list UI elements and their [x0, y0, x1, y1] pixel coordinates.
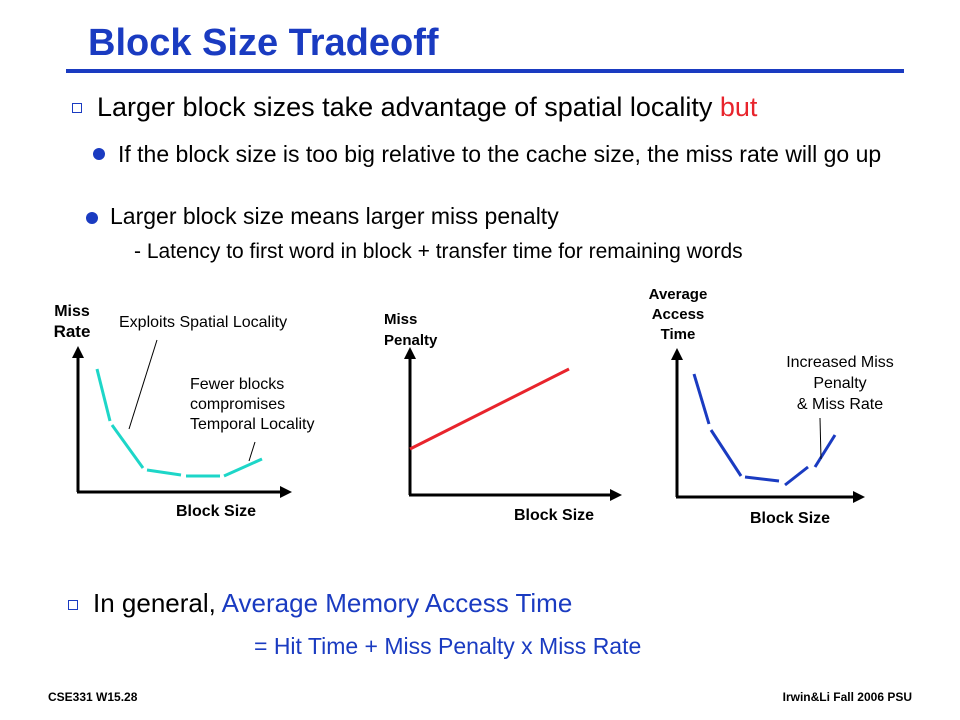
chart3-y-arrow: [671, 348, 683, 360]
round-bullet-icon: [86, 212, 98, 224]
chart1-xlabel: Block Size: [176, 503, 257, 520]
square-bullet-icon: [68, 600, 78, 610]
footer-left: CSE331 W15.28: [48, 690, 138, 704]
chart1-annotation-2-line2: compromises: [190, 396, 286, 413]
general-emph: Average Memory Access Time: [221, 588, 573, 618]
chart2-xlabel: Block Size: [514, 507, 595, 524]
amat-formula: = Hit Time + Miss Penalty x Miss Rate: [254, 633, 642, 659]
chart3-ylabel-line1: Average: [648, 286, 708, 303]
sub-bullet-1: If the block size is too big relative to…: [118, 141, 882, 167]
chart3-annotation: Increased Miss Penalty & Miss Rate: [760, 352, 920, 415]
chart1-ylabel-line1: Miss: [54, 303, 90, 320]
chart3-annotation-line1: Increased Miss: [786, 354, 894, 371]
chart1-seg: [146, 468, 182, 477]
chart1-seg: [95, 368, 112, 422]
chart1-x-arrow: [280, 486, 292, 498]
chart3-annotation-line3: & Miss Rate: [796, 396, 884, 413]
main-bullet: Larger block sizes take advantage of spa…: [97, 92, 757, 123]
main-bullet-text: Larger block sizes take advantage of spa…: [97, 92, 720, 122]
chart3-ylabel-line3: Time: [660, 326, 696, 343]
sub-sub-bullet: - Latency to first word in block + trans…: [134, 240, 743, 263]
chart1-annotation-2-line1: Fewer blocks: [190, 376, 285, 393]
chart2-ylabel-line2: Penalty: [384, 332, 438, 349]
chart1-pointer-2: [248, 441, 256, 462]
chart1-y-arrow: [72, 346, 84, 358]
chart3-seg: [709, 429, 743, 477]
main-bullet-emph: but: [719, 92, 758, 122]
chart1-annotation-1: Exploits Spatial Locality: [119, 314, 288, 331]
chart3-ylabel: Average Access Time: [628, 285, 728, 345]
chart2-ylabel: Miss Penalty: [384, 309, 437, 351]
chart1-seg: [223, 457, 263, 478]
chart2-x-arrow: [610, 489, 622, 501]
round-bullet-icon: [93, 148, 105, 160]
chart3-x-arrow: [853, 491, 865, 503]
chart3-seg: [744, 475, 780, 483]
chart1-pointer-1: [128, 339, 158, 430]
chart3-pointer: [819, 417, 822, 460]
chart3-seg: [813, 434, 837, 468]
footer-right: Irwin&Li Fall 2006 PSU: [782, 690, 912, 704]
chart3-ylabel-line2: Access: [651, 306, 705, 323]
chart1-annotation-2-line3: Temporal Locality: [190, 416, 315, 433]
chart3-seg: [692, 373, 711, 425]
chart3-seg: [784, 465, 809, 487]
square-bullet-icon: [72, 103, 82, 113]
title-underline: [66, 69, 904, 73]
general-bullet: In general, Average Memory Access Time: [93, 588, 572, 619]
chart1-seg: [110, 424, 145, 469]
chart1-annotation-2: Fewer blocks compromises Temporal Locali…: [190, 375, 315, 435]
chart2-ylabel-line1: Miss: [384, 311, 418, 328]
chart2-y-arrow: [404, 347, 416, 359]
chart2-line: [409, 367, 570, 451]
slide-title: Block Size Tradeoff: [88, 22, 439, 64]
chart1-ylabel-line2: Rate: [53, 322, 91, 341]
general-lead: In general,: [93, 588, 222, 618]
sub-bullet-2: Larger block size means larger miss pena…: [110, 203, 559, 229]
chart3-curve: [692, 373, 837, 487]
chart3-annotation-line2: Penalty: [813, 375, 867, 392]
chart1-curve: [95, 368, 263, 478]
chart3-xlabel: Block Size: [750, 510, 831, 527]
chart1-ylabel: Miss Rate: [44, 302, 100, 342]
